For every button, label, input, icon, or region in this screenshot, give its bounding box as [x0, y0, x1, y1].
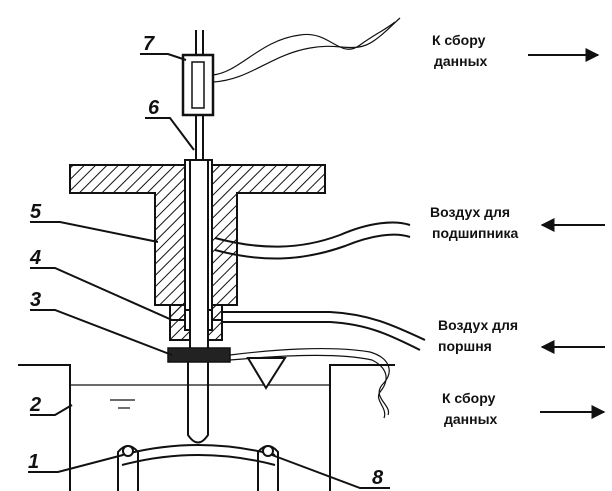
rod-tip	[187, 359, 209, 444]
label-data-bottom-2: данных	[444, 411, 498, 427]
sensor-core	[191, 61, 205, 109]
flow-labels: К сбору данных Воздух для подшипника Воз…	[430, 32, 519, 427]
part-7: 7	[143, 33, 155, 55]
left-pin	[122, 445, 134, 457]
specimen-holder	[117, 444, 279, 491]
part-1: 1	[28, 451, 39, 473]
piston-air-hose	[222, 311, 426, 341]
part-numbers: 7 6 5 4 3 2 1 8	[28, 33, 384, 489]
label-air-bearing-1: Воздух для	[430, 204, 510, 220]
label-air-piston-1: Воздух для	[438, 317, 518, 333]
leader-7	[140, 53, 187, 61]
rod-shaft	[189, 159, 209, 351]
part-5: 5	[30, 201, 42, 223]
leader-8	[271, 454, 390, 489]
curved-specimen	[121, 444, 276, 456]
bearing-air-hose-2	[214, 233, 411, 260]
leader-3	[30, 309, 173, 356]
label-data-top-1: К сбору	[432, 32, 486, 48]
level-triangle	[246, 357, 287, 390]
leader-5	[30, 221, 159, 243]
part-3: 3	[30, 289, 41, 311]
sensor-wire	[212, 21, 396, 76]
part-8: 8	[372, 467, 384, 489]
liquid-tank	[18, 357, 395, 491]
curved-specimen-2	[121, 454, 276, 466]
flow-arrows	[528, 48, 606, 419]
label-data-bottom-1: К сбору	[442, 390, 496, 406]
leader-lines	[28, 53, 390, 489]
load-cell-wire-2	[229, 354, 387, 419]
load-cell	[167, 347, 231, 363]
part-6: 6	[148, 97, 160, 119]
part-2: 2	[29, 394, 41, 416]
right-pin	[262, 445, 274, 457]
leader-6	[145, 117, 195, 151]
label-air-bearing-2: подшипника	[432, 225, 519, 241]
tank-walls	[18, 364, 395, 491]
bearing-air-hose	[214, 221, 411, 248]
sensor-wire-2	[212, 17, 401, 83]
leader-4	[30, 267, 173, 321]
part-4: 4	[29, 247, 41, 269]
leader-2	[30, 404, 73, 416]
hoses-and-wires	[212, 17, 426, 419]
label-data-top-2: данных	[434, 53, 488, 69]
piston-air-hose-2	[222, 321, 421, 351]
load-cell-wire	[229, 347, 390, 416]
label-air-piston-2: поршня	[438, 338, 492, 354]
leader-1	[28, 454, 124, 473]
